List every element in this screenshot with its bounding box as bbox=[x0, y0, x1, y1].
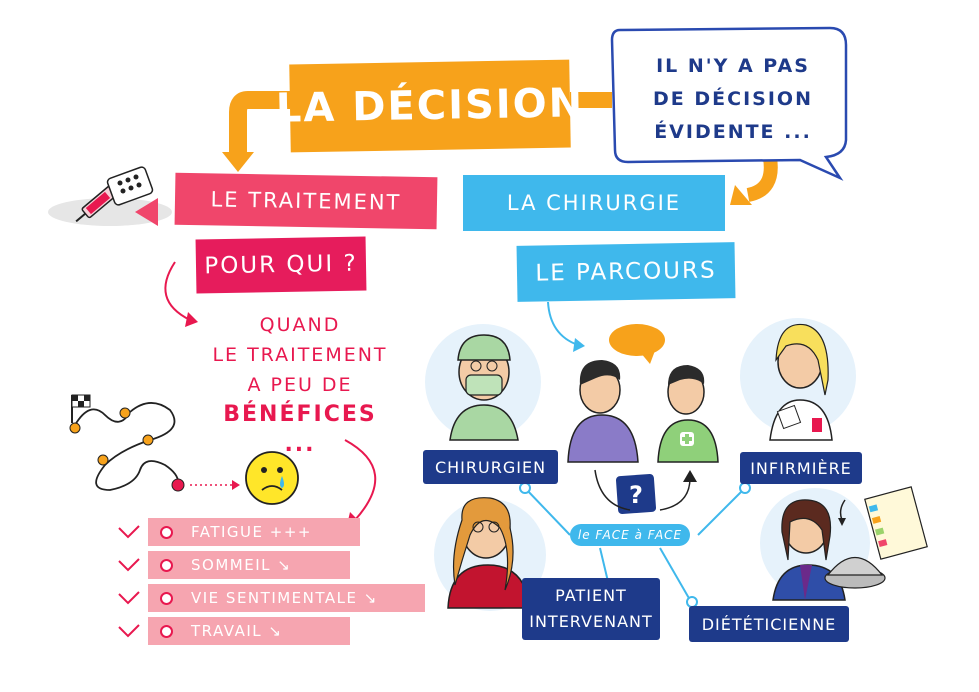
bullet-icon bbox=[160, 624, 173, 638]
pill-fatigue: FATIGUE +++ bbox=[148, 518, 360, 546]
bubble-line-1: IL N'Y A PAS bbox=[656, 55, 810, 77]
patient-label: PATIENT bbox=[555, 586, 627, 605]
title-banner: LA DÉCISION bbox=[275, 59, 585, 153]
pour-qui-label: POUR QUI ? bbox=[204, 250, 358, 280]
dietitian-illustration bbox=[772, 486, 928, 601]
bubble-to-surgery-connector bbox=[746, 156, 778, 202]
check-icon bbox=[118, 591, 140, 605]
sad-face-icon bbox=[245, 451, 299, 505]
treatment-arrow-head bbox=[222, 152, 254, 172]
quand-line-3: A PEU DE bbox=[247, 374, 353, 396]
treatment-label: LE TRAITEMENT bbox=[210, 187, 402, 215]
question-box bbox=[615, 473, 657, 515]
surgery-banner: LA CHIRURGIE bbox=[463, 175, 725, 231]
surgeon-illustration bbox=[449, 334, 519, 441]
treatment-banner: LE TRAITEMENT bbox=[174, 172, 438, 230]
treatment-arrow-left bbox=[135, 198, 158, 226]
bubble-line-2: DE DÉCISION bbox=[653, 88, 813, 110]
quand-text-block: QUAND LE TRAITEMENT A PEU DE BÉNÉFICES .… bbox=[205, 310, 395, 460]
title-to-treatment-connector bbox=[229, 91, 290, 158]
question-mark: ? bbox=[629, 481, 643, 509]
two-people-illustration bbox=[567, 324, 719, 463]
chirurgien-label: CHIRURGIEN bbox=[434, 457, 547, 477]
bullet-icon bbox=[160, 558, 173, 572]
check-icon bbox=[118, 525, 140, 539]
quand-line-1: QUAND bbox=[259, 314, 341, 336]
pill-label: FATIGUE +++ bbox=[191, 523, 312, 541]
dieteticienne-label: DIÉTÉTICIENNE bbox=[701, 614, 837, 634]
list-item: SOMMEIL ↘ bbox=[118, 551, 350, 579]
dieteticienne-tag: DIÉTÉTICIENNE bbox=[689, 606, 849, 642]
line-infirmiere bbox=[697, 487, 746, 536]
pill-travail: TRAVAIL ↘ bbox=[148, 617, 350, 645]
parcours-arrow bbox=[547, 301, 579, 346]
quand-line-4: BÉNÉFICES ... bbox=[223, 402, 377, 457]
line-dieteticienne bbox=[659, 547, 691, 601]
speech-bubble-outline bbox=[610, 26, 848, 181]
surgery-label: LA CHIRURGIE bbox=[506, 191, 682, 215]
pour-qui-banner: POUR QUI ? bbox=[195, 236, 367, 294]
bubble-line-3: ÉVIDENTE ... bbox=[654, 121, 812, 143]
patient-illustration bbox=[447, 497, 531, 609]
face-a-face-label: le FACE à FACE bbox=[570, 524, 690, 546]
chirurgien-tag: CHIRURGIEN bbox=[423, 450, 558, 484]
list-item: VIE SENTIMENTALE ↘ bbox=[118, 584, 425, 612]
bullet-icon bbox=[160, 591, 173, 605]
pill-sommeil: SOMMEIL ↘ bbox=[148, 551, 350, 579]
list-item: FATIGUE +++ bbox=[118, 518, 360, 546]
title-text: LA DÉCISION bbox=[275, 80, 585, 132]
surgery-arrow-head bbox=[730, 185, 752, 205]
check-icon bbox=[118, 624, 140, 638]
bullet-icon bbox=[160, 525, 173, 539]
speech-bubble-text: IL N'Y A PAS DE DÉCISION ÉVIDENTE ... bbox=[628, 50, 838, 149]
pill-label: VIE SENTIMENTALE ↘ bbox=[191, 589, 378, 607]
pill-pack-icon bbox=[106, 166, 154, 206]
quand-line-2: LE TRAITEMENT bbox=[212, 344, 388, 366]
pill-label: SOMMEIL ↘ bbox=[191, 556, 292, 574]
pink-curve-arrow-2 bbox=[344, 439, 377, 521]
infirmiere-tag: INFIRMIÈRE bbox=[740, 452, 862, 484]
parcours-banner: LE PARCOURS bbox=[516, 242, 736, 302]
speech-blob-orange bbox=[609, 324, 665, 356]
list-item: TRAVAIL ↘ bbox=[118, 617, 350, 645]
intervenant-label: INTERVENANT bbox=[529, 612, 653, 631]
pill-label: TRAVAIL ↘ bbox=[191, 622, 283, 640]
pill-vie-sentimentale: VIE SENTIMENTALE ↘ bbox=[148, 584, 425, 612]
line-chirurgien bbox=[524, 487, 571, 536]
check-icon bbox=[118, 558, 140, 572]
checkered-flag-icon bbox=[71, 394, 91, 423]
parcours-label: LE PARCOURS bbox=[535, 257, 717, 287]
pink-curve-arrow-1 bbox=[164, 261, 191, 321]
patient-tag: PATIENT INTERVENANT bbox=[522, 578, 660, 640]
winding-path bbox=[74, 402, 180, 491]
nurse-illustration bbox=[769, 323, 833, 441]
infirmiere-label: INFIRMIÈRE bbox=[750, 458, 852, 478]
